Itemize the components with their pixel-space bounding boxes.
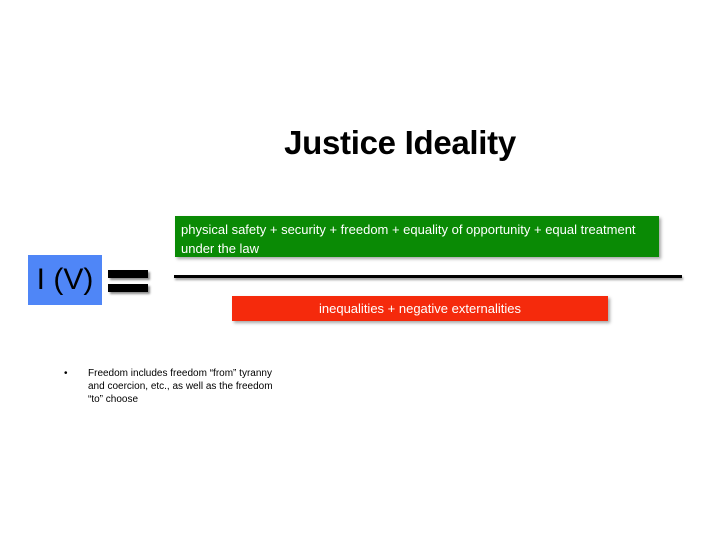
lhs-label-box: I (V) — [28, 255, 102, 305]
bullet-text: Freedom includes freedom “from” tyranny … — [88, 368, 273, 405]
fraction-line — [174, 275, 682, 278]
numerator-box: physical safety + security + freedom + e… — [175, 216, 659, 257]
equals-sign — [108, 268, 148, 296]
equals-bar-bottom — [108, 284, 148, 292]
slide-title: Justice Ideality — [284, 124, 516, 161]
denominator-box: inequalities + negative externalities — [232, 296, 608, 321]
equals-bar-top — [108, 270, 148, 278]
bullet-marker: • — [64, 368, 68, 379]
